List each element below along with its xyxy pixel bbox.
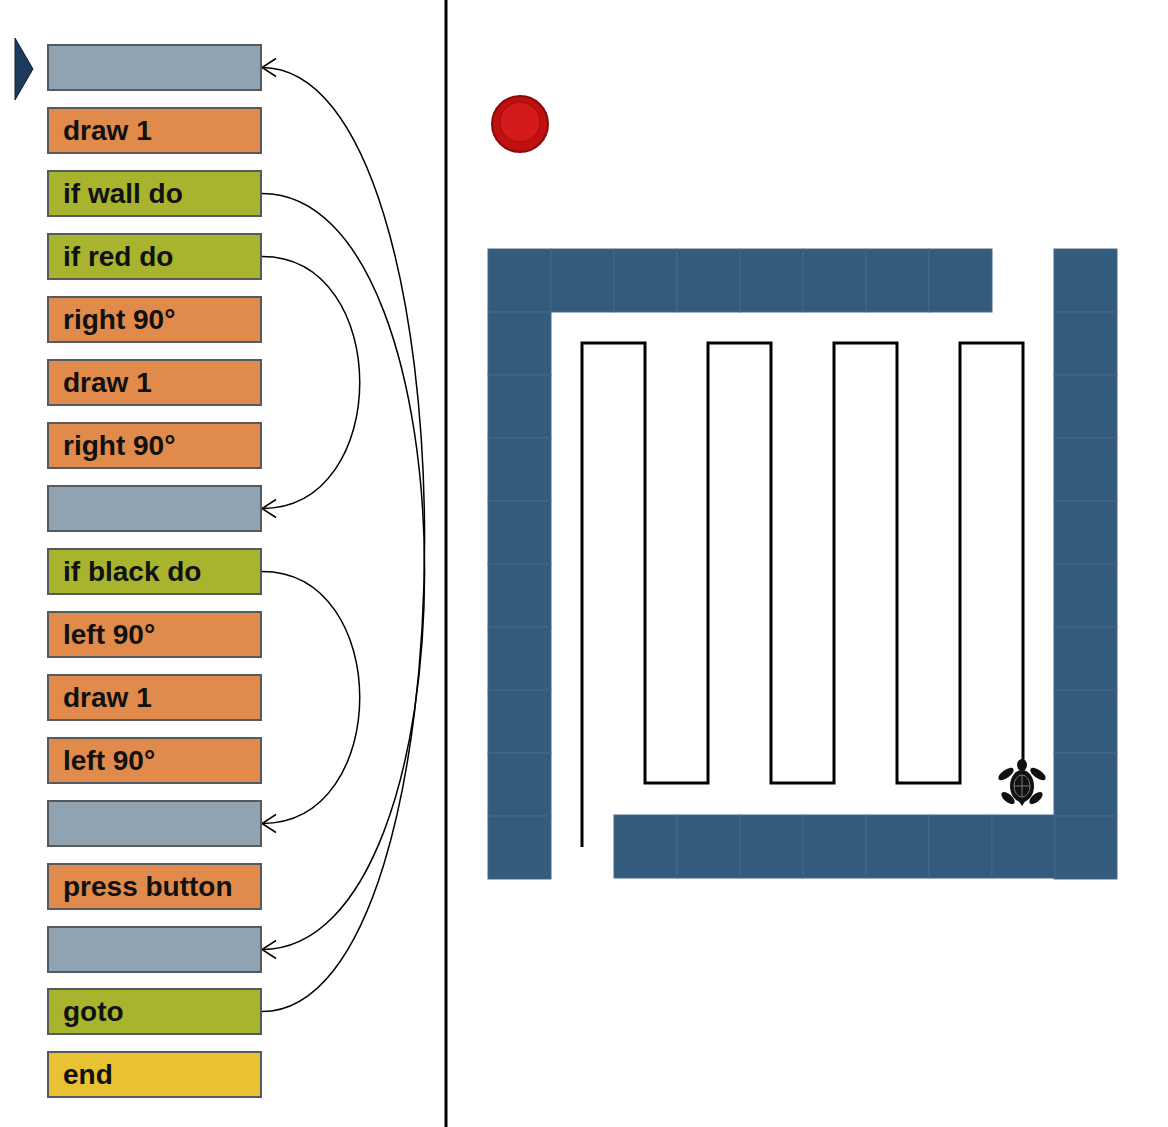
- block-label: draw 1: [63, 684, 152, 712]
- wall-cell: [803, 815, 866, 878]
- wall-cell: [488, 501, 551, 564]
- action-block: right 90°: [47, 422, 262, 469]
- wall-cell: [1054, 564, 1117, 627]
- wall-cell: [488, 438, 551, 501]
- wall-cell: [677, 249, 740, 312]
- wall-cell: [929, 249, 992, 312]
- wall-cell: [1054, 627, 1117, 690]
- jump-connector: [262, 59, 425, 1012]
- wall-cell: [1054, 753, 1117, 816]
- wall-cell: [488, 690, 551, 753]
- jump-connector: [262, 194, 425, 959]
- block-label: right 90°: [63, 432, 175, 460]
- wall-cell: [677, 815, 740, 878]
- arrow-head: [262, 500, 276, 518]
- wall-cell: [488, 564, 551, 627]
- wall-cell: [614, 815, 677, 878]
- red-button: [492, 96, 548, 152]
- action-block: left 90°: [47, 737, 262, 784]
- block-label: press button: [63, 873, 233, 901]
- arrow-head: [262, 941, 276, 959]
- program-pointer: [15, 38, 33, 100]
- action-block: press button: [47, 863, 262, 910]
- wall-cell: [1054, 816, 1117, 879]
- wall-cell: [1054, 438, 1117, 501]
- wall-cell: [488, 312, 551, 375]
- control-block: if red do: [47, 233, 262, 280]
- control-block: if wall do: [47, 170, 262, 217]
- wall-cell: [614, 249, 677, 312]
- action-block: right 90°: [47, 296, 262, 343]
- jump-target-block: [47, 44, 262, 91]
- block-label: end: [63, 1061, 113, 1089]
- wall-cell: [866, 249, 929, 312]
- block-label: if wall do: [63, 180, 183, 208]
- wall-cell: [551, 249, 614, 312]
- end-block: end: [47, 1051, 262, 1098]
- jump-target-block: [47, 485, 262, 532]
- wall-cell: [866, 815, 929, 878]
- jump-connector: [262, 572, 360, 833]
- block-label: if black do: [63, 558, 201, 586]
- block-label: draw 1: [63, 369, 152, 397]
- wall-cell: [488, 816, 551, 879]
- control-block: if black do: [47, 548, 262, 595]
- wall-cell: [1054, 375, 1117, 438]
- wall-cell: [1054, 249, 1117, 312]
- wall-cell: [1054, 501, 1117, 564]
- wall-cell: [488, 375, 551, 438]
- turtle: [996, 759, 1047, 806]
- wall-cell: [488, 627, 551, 690]
- wall-cell: [740, 249, 803, 312]
- wall-cell: [488, 249, 551, 312]
- wall-cell: [1054, 690, 1117, 753]
- wall-cell: [488, 753, 551, 816]
- action-block: draw 1: [47, 359, 262, 406]
- jump-target-block: [47, 926, 262, 973]
- divider: [445, 0, 448, 1127]
- wall-cell: [1054, 312, 1117, 375]
- action-block: draw 1: [47, 674, 262, 721]
- wall-cell: [803, 249, 866, 312]
- wall-cell: [740, 815, 803, 878]
- drawn-path: [582, 343, 1023, 847]
- red-button-top: [500, 102, 540, 142]
- block-label: goto: [63, 998, 124, 1026]
- block-label: left 90°: [63, 621, 155, 649]
- wall-cell: [929, 815, 992, 878]
- jump-target-block: [47, 800, 262, 847]
- block-label: if red do: [63, 243, 173, 271]
- block-label: draw 1: [63, 117, 152, 145]
- control-block: goto: [47, 988, 262, 1035]
- block-label: left 90°: [63, 747, 155, 775]
- arrow-head: [262, 59, 276, 77]
- arrow-head: [262, 815, 276, 833]
- wall-cell: [992, 815, 1055, 878]
- block-label: right 90°: [63, 306, 175, 334]
- maze-walls: [488, 249, 1117, 879]
- action-block: left 90°: [47, 611, 262, 658]
- jump-connector: [262, 257, 360, 518]
- action-block: draw 1: [47, 107, 262, 154]
